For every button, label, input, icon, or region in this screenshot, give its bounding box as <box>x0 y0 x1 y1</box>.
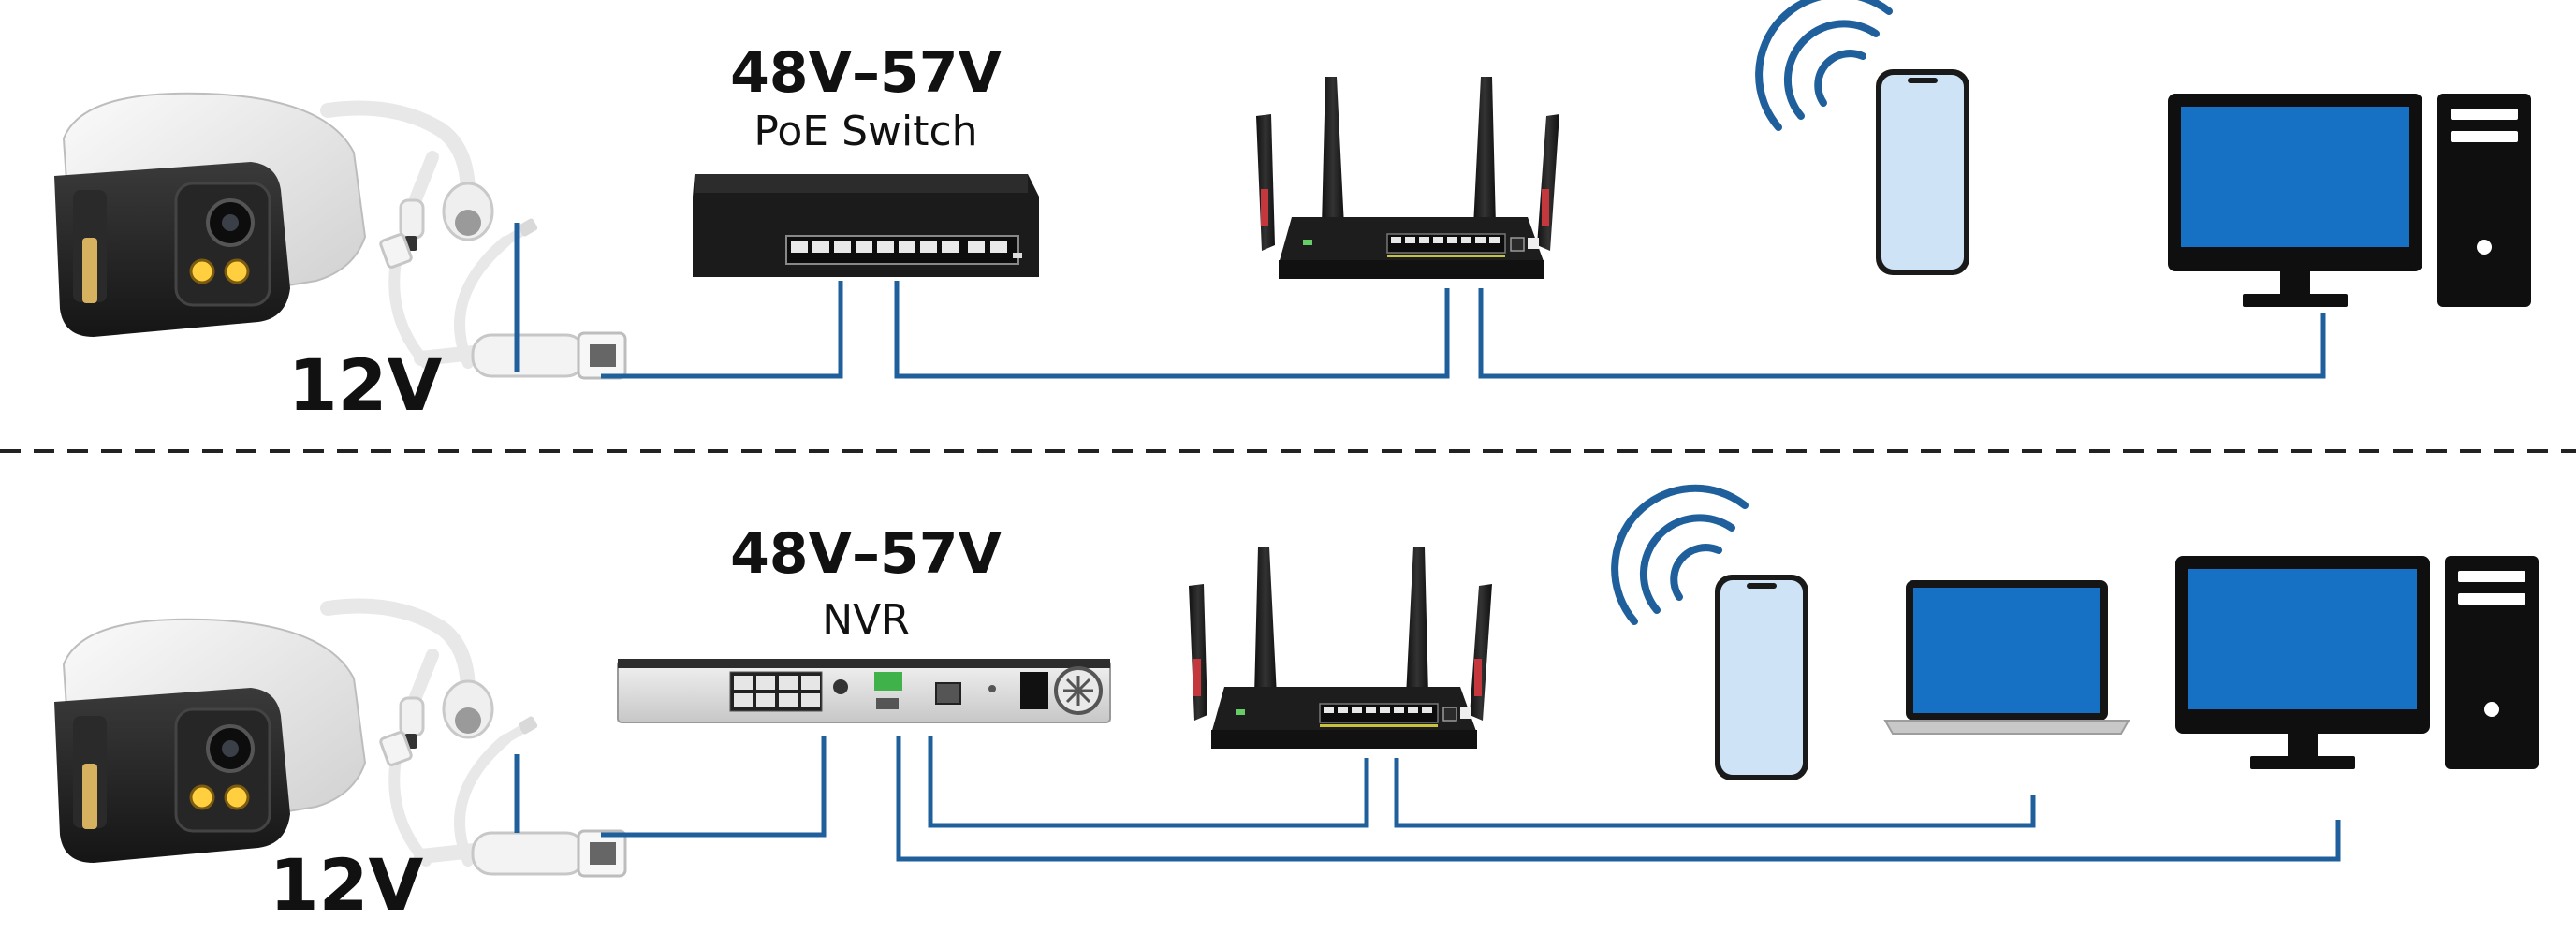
bottom-desktop-pc <box>2175 556 2539 769</box>
top-device-label: PoE Switch <box>754 108 978 155</box>
bottom-cable-nvr-pc <box>896 736 2341 862</box>
bottom-dome-camera <box>52 617 367 865</box>
top-desktop-pc <box>2168 94 2531 307</box>
top-wifi-icon <box>1759 0 1889 127</box>
bottom-voltage-label: 48V–57V <box>730 521 1002 587</box>
bottom-diagram <box>52 488 2539 877</box>
top-cable-splitter-switch <box>601 281 843 379</box>
top-cables <box>514 223 2326 379</box>
bottom-camera-power-label: 12V <box>269 843 424 926</box>
top-voltage-label: 48V–57V <box>730 40 1002 106</box>
nvr <box>617 659 1111 723</box>
bottom-cables <box>514 736 2341 862</box>
bottom-laptop <box>1884 579 2130 735</box>
bottom-device-label: NVR <box>822 596 910 644</box>
top-cable-router-pc <box>1478 288 2326 379</box>
top-smartphone <box>1876 69 1969 275</box>
top-diagram <box>52 0 2531 379</box>
poe-switch <box>693 174 1039 277</box>
top-router <box>1255 76 1560 280</box>
bottom-smartphone <box>1715 575 1808 780</box>
bottom-router <box>1188 546 1493 750</box>
top-dome-camera <box>52 91 367 339</box>
top-poe-splitter <box>328 109 625 379</box>
bottom-poe-splitter <box>328 606 625 877</box>
top-camera-power-label: 12V <box>287 343 443 427</box>
bottom-cable-router-laptop <box>1394 758 2036 828</box>
bottom-cable-splitter-nvr <box>601 736 827 838</box>
top-cable-switch-router <box>894 281 1450 379</box>
bottom-cable-nvr-router <box>928 736 1369 828</box>
